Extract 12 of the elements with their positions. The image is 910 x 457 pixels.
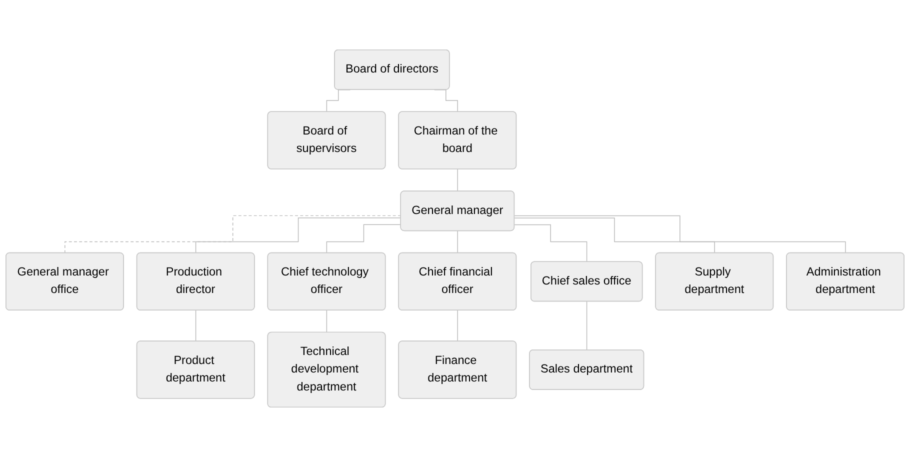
connector [514,215,846,254]
connector [514,224,588,262]
connector [457,310,458,342]
connector [457,168,458,192]
connector [195,310,196,342]
connector [586,301,588,351]
connector [326,224,402,254]
connector [64,215,402,254]
connector [326,310,328,333]
connector [514,218,716,254]
connector [195,218,402,254]
connector [457,230,458,254]
